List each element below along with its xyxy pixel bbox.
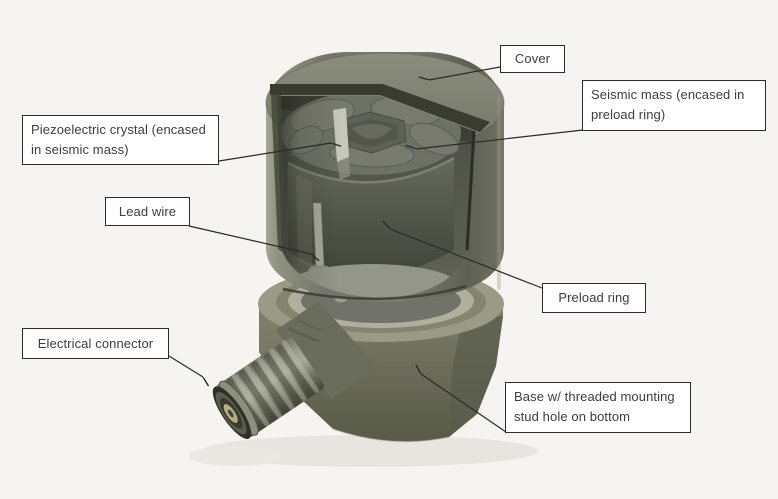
callout-cover: Cover: [500, 45, 565, 73]
callout-seismic-mass-label: Seismic mass (encased in preload ring): [591, 87, 745, 122]
callout-lead-wire: Lead wire: [105, 197, 190, 226]
ground-shadow: [188, 435, 538, 467]
leader-lead-wire: [188, 225, 311, 254]
callout-base: Base w/ threaded mounting stud hole on b…: [505, 382, 691, 433]
callout-lead-wire-label: Lead wire: [118, 203, 177, 219]
callout-preload-ring-label: Preload ring: [558, 290, 630, 305]
callout-piezoelectric-crystal: Piezoelectric crystal (encased in seismi…: [22, 115, 219, 165]
callout-electrical-connector: Electrical connector: [22, 328, 169, 359]
cut-section-edges: [270, 84, 490, 300]
callout-base-label: Base w/ threaded mounting stud hole on b…: [514, 389, 675, 424]
leader-piezoelectric-crystal: [218, 143, 331, 162]
leader-electrical-connector: [168, 355, 203, 377]
callout-piezoelectric-crystal-label: Piezoelectric crystal (encased in seismi…: [31, 122, 206, 157]
callout-electrical-connector-label: Electrical connector: [37, 335, 154, 351]
callout-preload-ring: Preload ring: [542, 283, 646, 313]
leader-base: [421, 374, 507, 433]
device-electrical-connector: [212, 301, 378, 439]
cutaway-interior: [277, 96, 474, 298]
callout-cover-label: Cover: [514, 51, 551, 66]
leader-preload-ring: [390, 229, 543, 289]
connector-collar: [275, 301, 378, 399]
connector-face: [212, 386, 252, 439]
leader-cover: [429, 66, 501, 80]
callout-seismic-mass: Seismic mass (encased in preload ring): [582, 80, 766, 131]
leader-seismic-mass: [416, 129, 584, 149]
leader-lines: [168, 66, 584, 433]
